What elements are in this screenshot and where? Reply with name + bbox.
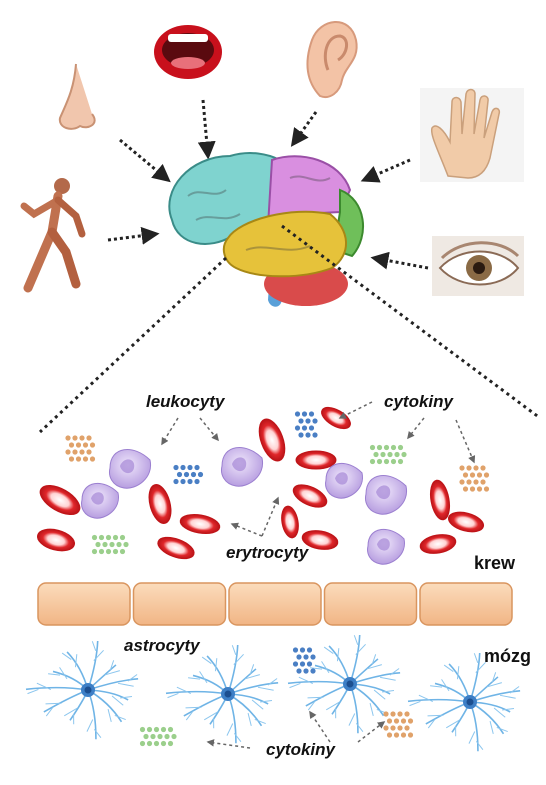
cytokine-cluster xyxy=(65,435,95,461)
label-erytrocyty: erytrocyty xyxy=(226,543,308,563)
runner-image xyxy=(12,172,88,294)
barrier-cell xyxy=(325,583,417,625)
barrier-cell xyxy=(134,583,226,625)
erythrocyte xyxy=(35,479,84,520)
leukocyte xyxy=(368,529,405,564)
label-astrocyty: astrocyty xyxy=(124,636,200,656)
erythrocyte xyxy=(318,403,354,433)
erythrocyte xyxy=(290,480,330,512)
erythrocyte xyxy=(296,451,336,469)
erythrocyte xyxy=(279,505,300,539)
hand-image xyxy=(420,88,524,182)
leukocyte xyxy=(110,450,151,489)
erythrocyte xyxy=(179,512,222,537)
astrocyte xyxy=(26,641,138,739)
barrier-cell xyxy=(420,583,512,625)
erythrocyte xyxy=(446,509,485,536)
barrier-cell xyxy=(38,583,130,625)
leukocyte xyxy=(326,463,363,498)
blood-region xyxy=(35,403,489,564)
cytokine-cluster xyxy=(173,465,203,484)
eye-image xyxy=(432,236,524,296)
erythrocyte xyxy=(155,533,197,563)
cytokine-cluster xyxy=(140,727,177,746)
label-cytokiny-bottom: cytokiny xyxy=(266,740,335,760)
label-leukocyty: leukocyty xyxy=(146,392,224,412)
cytokine-cluster xyxy=(459,465,489,491)
erythrocyte xyxy=(419,532,458,556)
ear-image xyxy=(300,12,362,104)
erythrocyte xyxy=(428,479,453,522)
erythrocyte xyxy=(35,525,77,554)
cytokine-cluster xyxy=(92,535,129,554)
cytokine-cluster xyxy=(295,411,318,437)
astrocyte xyxy=(408,653,520,751)
label-cytokiny-top: cytokiny xyxy=(384,392,453,412)
leukocyte xyxy=(366,476,407,515)
label-mozg: mózg xyxy=(484,646,531,667)
cytokine-cluster xyxy=(293,647,316,673)
leukocyte xyxy=(82,483,119,518)
nose-image xyxy=(54,60,102,138)
barrier-cell xyxy=(229,583,321,625)
leukocyte xyxy=(222,448,263,487)
label-krew: krew xyxy=(474,553,515,574)
erythrocyte xyxy=(145,482,175,526)
cytokine-cluster xyxy=(370,445,407,464)
mouth-image xyxy=(152,16,224,86)
astrocyte xyxy=(166,645,278,743)
cytokine-cluster xyxy=(383,711,413,737)
endothelial-barrier xyxy=(38,583,512,625)
brain-tissue-region xyxy=(26,635,520,751)
